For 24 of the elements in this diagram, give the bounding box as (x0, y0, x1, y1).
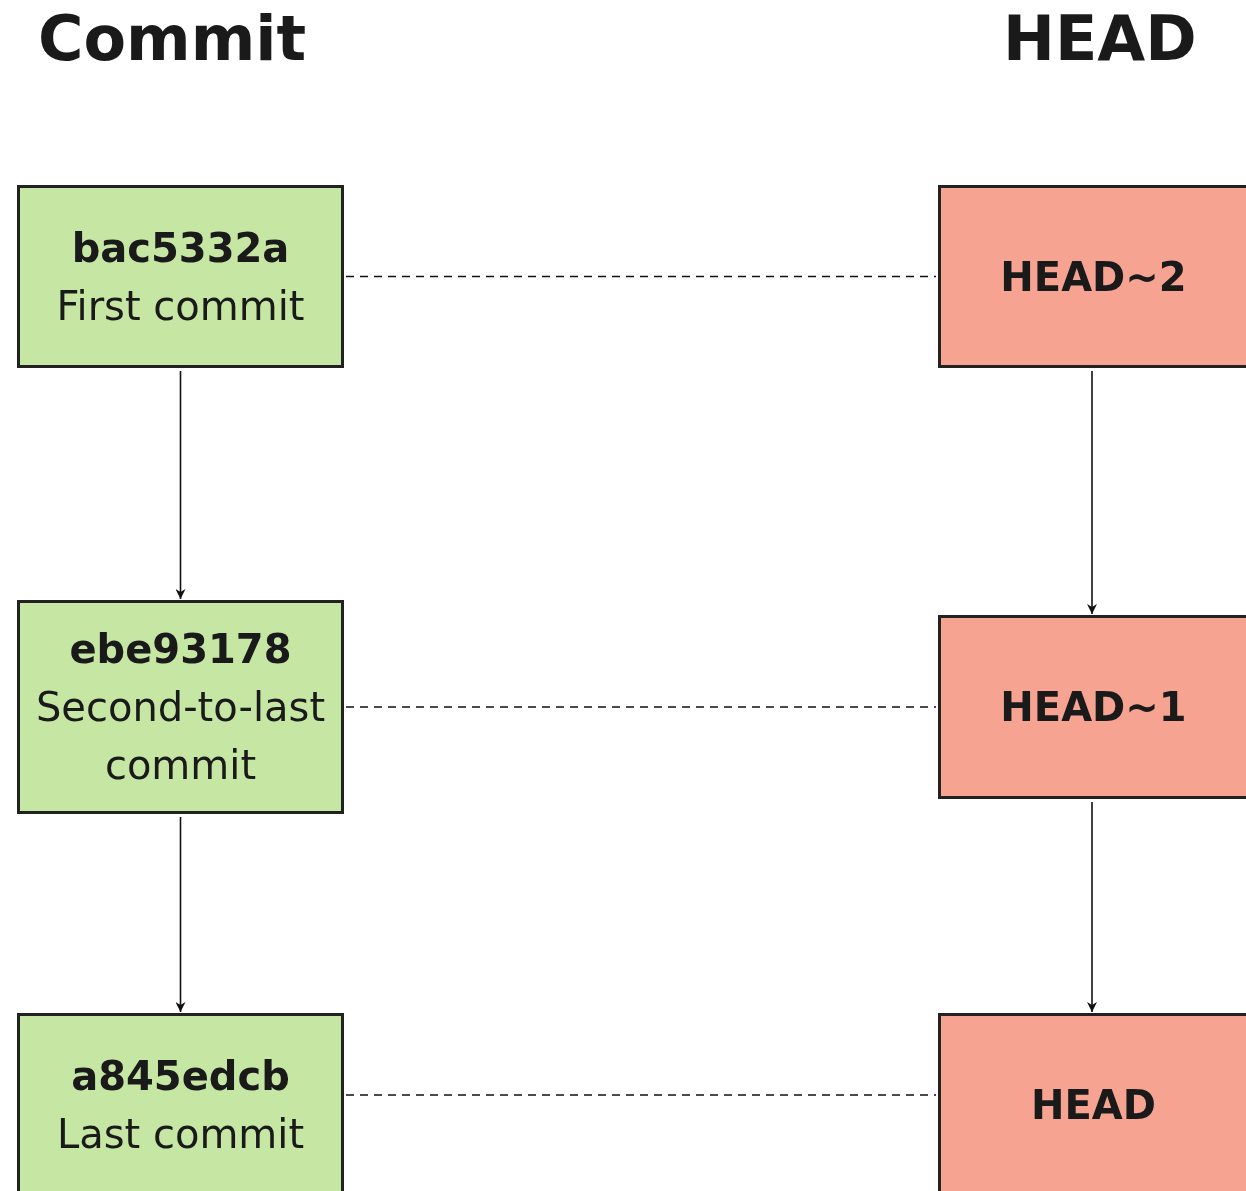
commit-hash: a845edcb (71, 1051, 290, 1101)
commit-message: Last commit (56, 1109, 305, 1159)
reference-box (938, 1013, 1246, 1191)
column-heading: Commit (38, 8, 307, 70)
commit-box (17, 1013, 344, 1191)
reference-box (938, 185, 1246, 368)
column-heading: HEAD (1003, 8, 1197, 70)
commit-box (17, 185, 344, 368)
reference-box (938, 615, 1246, 799)
commit-message: Second-to-last commit (34, 683, 327, 790)
reference-name: HEAD~2 (1000, 252, 1187, 302)
dashed-connector (345, 275, 937, 278)
reference-name: HEAD~1 (1000, 683, 1187, 732)
commit-hash: ebe93178 (69, 625, 292, 674)
dashed-connector (345, 706, 937, 708)
commit-box (17, 600, 344, 814)
arrow (1087, 370, 1097, 615)
arrow (175, 816, 186, 1013)
commit-message: First commit (56, 281, 305, 331)
commit-hash: bac5332a (71, 223, 290, 273)
reference-name: HEAD (1031, 1080, 1156, 1130)
arrow (1087, 801, 1097, 1013)
arrow (175, 370, 186, 600)
dashed-connector (345, 1094, 937, 1096)
